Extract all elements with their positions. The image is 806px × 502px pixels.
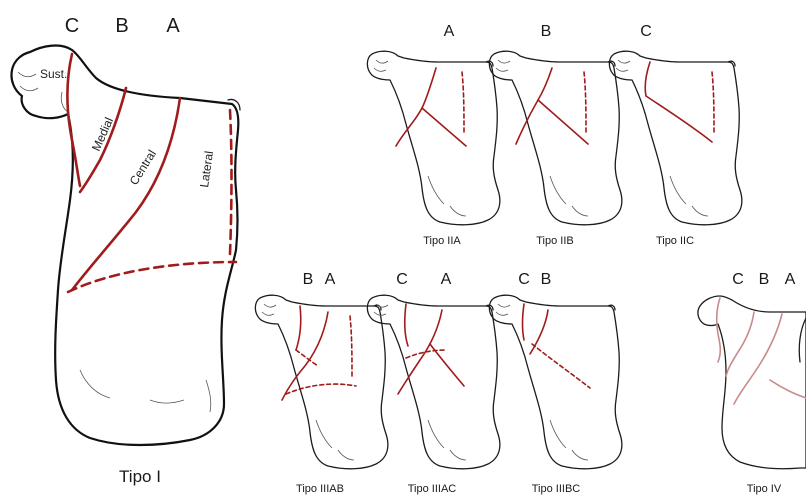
tipo-1-detail-6 xyxy=(206,380,211,412)
tipo-3ab-caption: Tipo IIIAB xyxy=(296,483,344,495)
tipo-1-detail-1 xyxy=(18,72,36,77)
tipo-1-bone-outline xyxy=(11,46,238,445)
tipo-2a-caption: Tipo IIA xyxy=(423,235,461,247)
tipo-2c-figure: C Tipo IIC xyxy=(609,23,742,247)
tipo-2a-lateral-dash xyxy=(462,72,464,134)
tipo-3bc-letter-c: C xyxy=(518,271,530,288)
tipo-3bc-caption: Tipo IIIBC xyxy=(532,483,581,495)
tipo-2a-letter: A xyxy=(444,23,455,40)
tipo-3ac-letter-a: A xyxy=(441,271,452,288)
tipo-2b-bone xyxy=(489,51,622,225)
tipo-4-letter-c: C xyxy=(732,271,744,288)
tipo-3bc-bone xyxy=(489,295,622,469)
tipo-1-zone-sust: Sust. xyxy=(40,67,67,81)
tipo-4-comminuted-a xyxy=(734,314,782,404)
tipo-3ab-lateral-dash xyxy=(350,316,352,376)
tipo-3ac-figure: C A Tipo IIIAC xyxy=(367,271,500,495)
tipo-4-figure: C B A Tipo IV xyxy=(698,271,806,495)
tipo-2b-fracture-line xyxy=(516,68,552,144)
tipo-2c-lateral-dash xyxy=(712,72,714,134)
tipo-1-letter-a: A xyxy=(166,15,180,37)
tipo-2b-caption: Tipo IIB xyxy=(536,235,574,247)
tipo-2c-caption: Tipo IIC xyxy=(656,235,694,247)
tipo-1-figure: C B A Sust. Medial Central Lateral Tipo … xyxy=(11,15,240,486)
tipo-1-fracture-line-inferior xyxy=(68,262,236,292)
tipo-2b-lateral-dash xyxy=(584,72,586,134)
tipo-3ab-fracture-line-b xyxy=(296,306,301,350)
tipo-3ac-letter-c: C xyxy=(396,271,408,288)
tipo-1-fracture-line-a xyxy=(72,98,180,290)
tipo-3ab-fracture-dash-2 xyxy=(286,384,356,394)
tipo-2a-figure: A Tipo IIA xyxy=(367,23,500,247)
tipo-3ab-letter-a: A xyxy=(325,271,336,288)
tipo-2c-letter: C xyxy=(640,23,652,40)
tipo-2b-letter: B xyxy=(541,23,552,40)
tipo-1-letter-c: C xyxy=(65,15,79,37)
tipo-4-caption: Tipo IV xyxy=(747,483,782,495)
tipo-1-letter-b: B xyxy=(115,15,128,37)
tipo-1-fracture-line-lateral xyxy=(230,110,232,254)
tipo-1-detail-4 xyxy=(80,370,110,398)
tipo-3bc-letter-b: B xyxy=(541,271,552,288)
tipo-3ac-fracture-line-c xyxy=(405,304,408,346)
tipo-2b-fracture-branch xyxy=(538,100,588,144)
tipo-3bc-fracture-line-c xyxy=(523,304,525,340)
tipo-1-detail-2 xyxy=(20,86,38,91)
tipo-1-zone-lateral: Lateral xyxy=(197,150,216,188)
tipo-2a-fracture-line xyxy=(396,68,436,146)
tipo-2c-bone xyxy=(609,51,742,225)
tipo-4-comminuted-b xyxy=(726,312,754,376)
tipo-2b-figure: B Tipo IIB xyxy=(489,23,622,247)
tipo-4-letter-b: B xyxy=(759,271,770,288)
tipo-3bc-fracture-line-b xyxy=(530,310,548,354)
tipo-3ab-bone xyxy=(255,295,388,469)
tipo-2c-fracture-line xyxy=(645,62,712,142)
tipo-1-detail-5 xyxy=(150,400,184,403)
tipo-1-caption: Tipo I xyxy=(119,467,161,486)
tipo-3bc-fracture-dash xyxy=(532,344,590,388)
tipo-3ab-letter-b: B xyxy=(303,271,314,288)
tipo-4-letter-a: A xyxy=(785,271,796,288)
tipo-4-comminuted-inferior xyxy=(770,380,806,398)
tipo-3bc-figure: C B Tipo IIIBC xyxy=(489,271,622,495)
tipo-3ac-caption: Tipo IIIAC xyxy=(408,483,457,495)
tipo-2a-fracture-branch xyxy=(422,108,466,146)
tipo-4-cut-edge xyxy=(799,318,806,362)
